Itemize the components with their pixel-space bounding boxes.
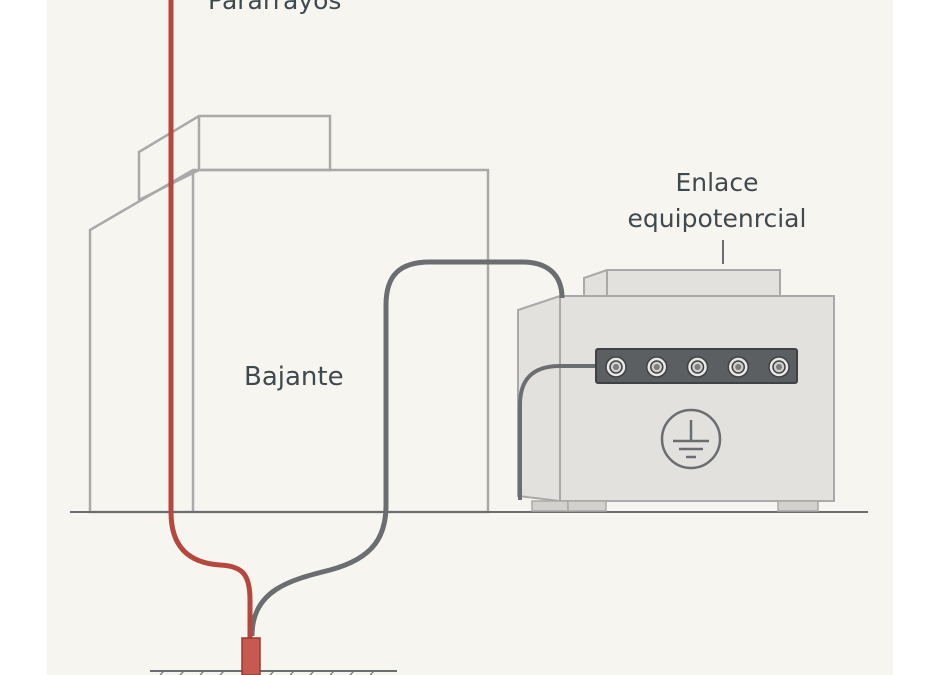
bonding-cable: [249, 259, 565, 637]
equipment-body: [517, 295, 835, 502]
enlace-equipotencial-label: Enlace equipotenrcial: [612, 165, 822, 237]
busbar-terminal-icon: [727, 356, 749, 378]
ground-symbol-icon: [660, 408, 722, 470]
equipment-foot-mid: [567, 500, 607, 512]
lightning-conductor: [168, 0, 253, 640]
building: [88, 114, 490, 514]
busbar-terminal-icon: [605, 356, 627, 378]
equipment-foot-right: [777, 500, 819, 512]
busbar-terminal-icon: [768, 356, 790, 378]
busbar-terminal-icon: [646, 356, 668, 378]
bajante-label: Bajante: [244, 362, 344, 392]
busbar-terminal-icon: [686, 356, 709, 378]
enlace-label-line1: Enlace: [675, 168, 759, 197]
grounding-rod: [241, 637, 261, 675]
equipment-top-block: [583, 269, 781, 297]
equipment-box: [517, 269, 835, 512]
enlace-label-line2: equipotenrcial: [627, 204, 807, 233]
pararrayos-label: Pararrayos: [208, 0, 342, 15]
busbar-cable: [518, 364, 596, 500]
building-body: [88, 168, 490, 514]
bonding-busbar: [595, 348, 798, 384]
earth-hatching: [159, 670, 375, 675]
equipment-foot-left: [531, 500, 569, 512]
